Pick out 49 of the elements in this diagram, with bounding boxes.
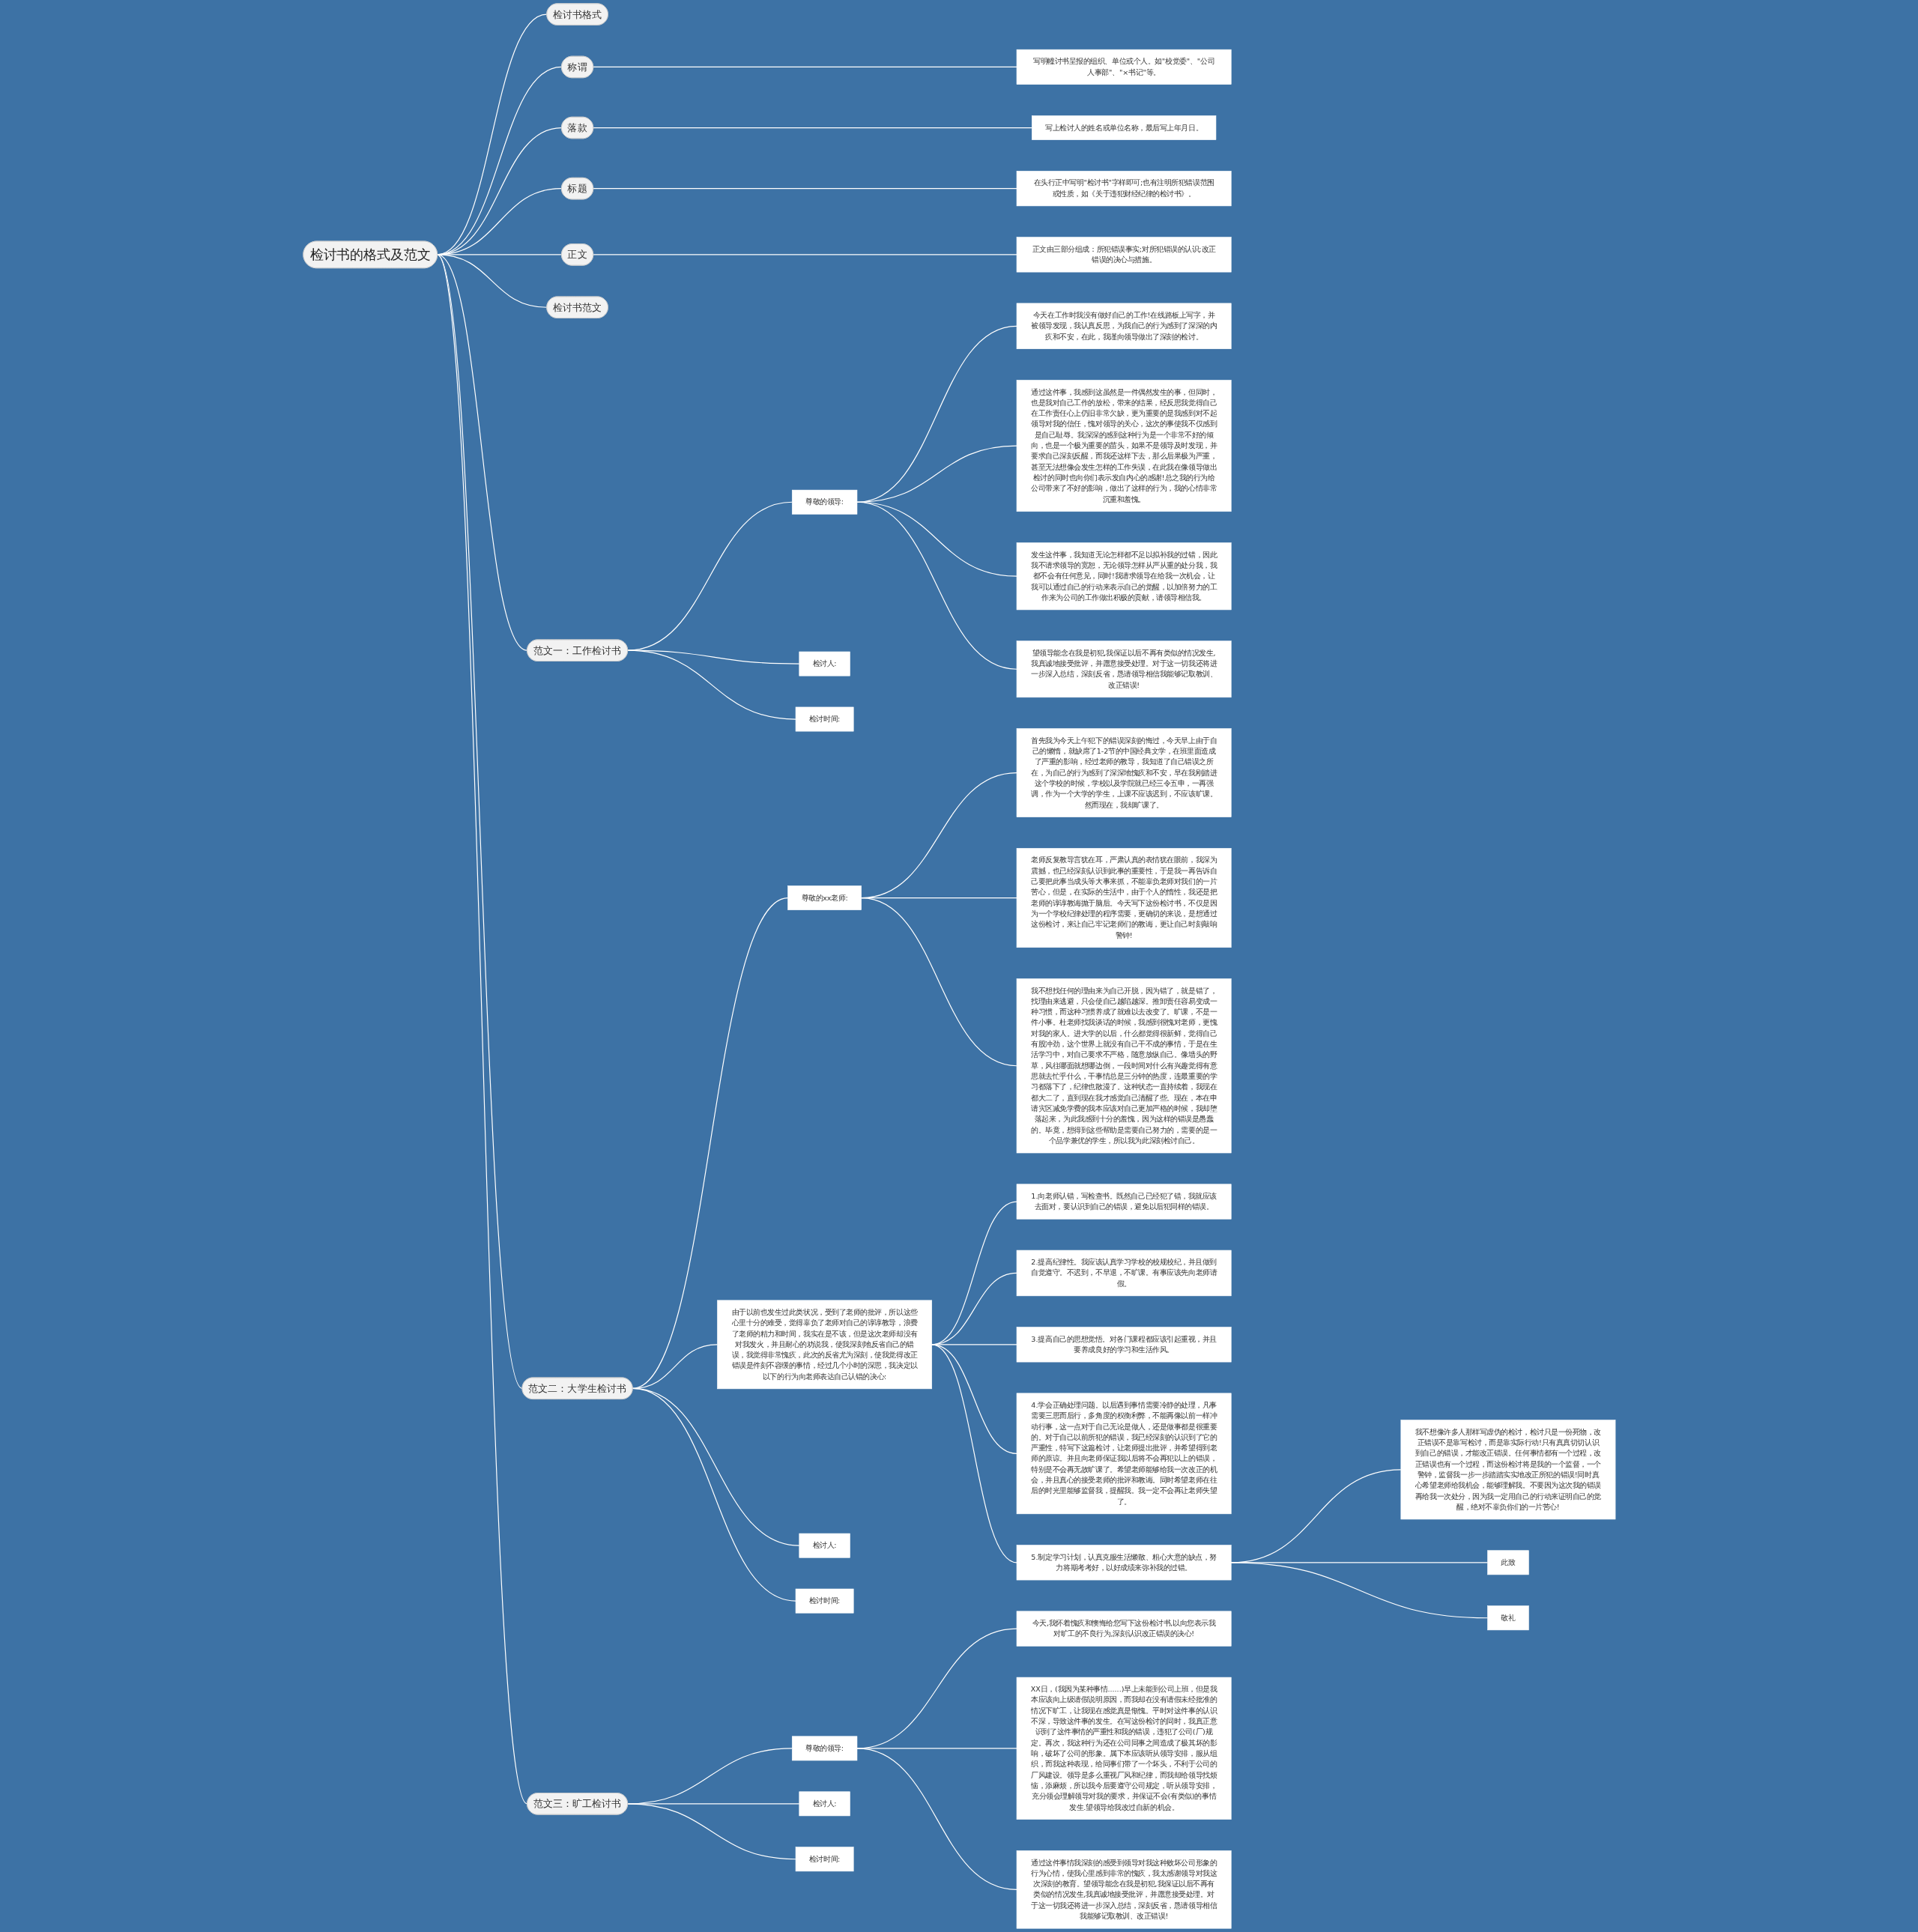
connector (626, 501, 793, 651)
connector (626, 1803, 796, 1860)
node-box: 今天在工作时我没有做好自己的工作!在线路板上写字，并被领导发现，我认真反思，为我自己的行为感到了深深的内疚和不安，在此，我谨向领导做出了深刻的检讨。 (1016, 303, 1232, 350)
connector (931, 1344, 1017, 1563)
node-box: 望领导能念在我是初犯,我保证以后不再有类似的情况发生,我真诚地接受批评，并愿意接受处理。对于这一切我还将进一步深入总结，深刻反省，恳请领导相信我能够记取教训、改正错误! (1016, 641, 1232, 698)
connector (436, 254, 527, 1805)
connector (632, 897, 788, 1389)
connector (856, 501, 1017, 670)
node-box: 发生这件事，我知道无论怎样都不足以拟补我的过错，因此我不请求领导的宽恕，无论领导怎样从严从重的处分我，我都不会有任何意见，同时!我请求领导在给我一次机会，让我可以通过自己的行动来表示自己的觉醒，以加倍努力的工作来为公司的工作做出积极的贡献，请领导相信我。 (1016, 542, 1232, 611)
connector (592, 66, 1017, 68)
node-box: 5.制定学习计划，认真克服生活懒散、粗心大意的缺点，努力将期考考好，以好成绩来弥补我的过错。 (1016, 1545, 1232, 1581)
node-box: XX日，(我因为某种事情......)早上未能到公司上班，但是我本应该向上级请假说明原因，而我却在没有请假未经批准的情况下旷工，让我现在感觉真是惭愧。平时对这件事的认识不深，导致这件事的发生。在写这份检讨的同时，我真正意识到了这件事情的严重性和我的错误，违犯了公司(厂)规定。再次，我这种行为还在公司同事之间造成了极其坏的影响，破坏了公司的形象。属下本应该听从领导安排，服从组织，而我这种表现，给同事们带了一个坏头，不利于公司的厂风建设。领导是多么重视厂风和纪律，而我却给领导找烦恼，添麻烦，所以我今后要遵守公司规定，听从领导安排，充分领会理解领导对我的要求，并保证不会(有类似)的事情发生.望领导给我改过自新的机会。 (1016, 1677, 1232, 1820)
node-box: 检讨时间: (795, 706, 854, 732)
node-box: 1.向老师认错，写检查书。既然自己已经犯了错，我就应该去面对，要认识到自己的错误，避免以后犯同样的错误。 (1016, 1184, 1232, 1220)
connector (1230, 1562, 1488, 1619)
connector (592, 127, 1032, 129)
node-box: 敬礼 (1486, 1605, 1529, 1631)
node-box: 检讨人: (799, 1791, 850, 1817)
node-box: 此致 (1486, 1550, 1529, 1575)
node-box: 写明幢讨书呈报的组织、单位或个人。如"校党委"、"公司人事部"、"×书记"等。 (1016, 49, 1232, 85)
node-box: 老师反复教导言犹在耳，严肃认真的表情犹在眼前，我深为震撼，也已经深刻认识到此事的重要性，于是我一再告诉自己要把此事当成头等大事来抓，不能辜负老师对我们的一片苦心，但是，在实际的生活中，由于个人的惰性，我还是把老师的谆谆教诲抛于脑后。今天写下这份检讨书，不仅是因为一个学校纪律处理的程序需要，更确切的来说，是想通过这份检讨，来让自己牢记老师们的教诲，更让自己时刻敲响警钟! (1016, 848, 1232, 948)
connector (860, 897, 1017, 1067)
node-box: 由于以前也发生过此类状况，受到了老师的批评，所以这些心里十分的难受，觉得辜负了老师对自己的谆谆教导，浪费了老师的精力和时间，我实在是不该，但是这次老师却没有对我发火，并且耐心的劝说我，使我深刻地反省自己的错误，我觉得非常愧疚，此次的反省尤为深刻，使我觉得改正错误是件刻不容缓的事情，经过几个小时的深思，我决定以以下的行为向老师表达自己认错的决心: (716, 1300, 932, 1390)
connector (856, 325, 1017, 503)
connector (856, 1748, 1017, 1890)
node-box: 尊敬的领导: (791, 1736, 857, 1761)
node-box: 我不想找任何的理由来为自己开脱，因为错了，就是错了，找理由来逃避，只会使自己越陷越深。推卸责任容易变成一种习惯，而这种习惯养成了就难以去改变了。旷课，不是一件小事。杜老师找我谈话的时候，我感到很愧对老师，更愧对我的家人。进大学的以后，什么都觉得很新鲜，觉得自己有股冲劲，这个世界上就没有自己干不成的事情，于是在生活学习中，对自己要求不严格，随意放纵自己。像墙头的野草，风往哪面就想哪边倒，一段时间对什么有兴趣觉得有意思就去忙乎什么，干事情总是三分钟的热度，连最重要的学习都落下了，纪律也散漫了。这种状态一直持续着，我现在都大二了，直到现在我才感觉自己清醒了些。现在，本在申请灾区减免学费的我本应该对自己更加严格的时候，我却堕落起来，为此我感到十分的羞愧，因为这样的错误是愚蠢的。毕竟，想得到这些帮助是需要自己努力的，需要的是一个品学兼优的学生，所以我为此深刻检讨自己。 (1016, 978, 1232, 1154)
node-box: 通过这件事，我感到这虽然是一件偶然发生的事，但同时，也是我对自己工作的放松，带来的结果，经反思我觉得自己在工作责任心上仍旧非常欠缺，更为重要的是我感到对不起领导对我的信任，愧对领导的关心，这次的事使我不仅感到是自己耻辱。我深深的感到这种行为是一个非常不好的倾向，也是一个极为重要的苗头，如果不是领导及时发现，并要求自己深刻反醒，而我还这样下去，那么后果极为严重，甚至无法想像会发生怎样的工作失误，在此我在像领导做出检讨的同时也向你们表示发自内心的感谢!总之我的行为给公司带来了不好的影响，做出了这样的行为，我的心情非常沉重和羞愧。 (1016, 380, 1232, 512)
connector (592, 254, 1017, 255)
node-box: 首先我为今天上午犯下的错误深刻的悔过，今天早上由于自己的懒惰，就缺席了1-2节的中国经典文学，在班里面造成了严重的影响，经过老师的教导，我知道了自己错误之所在，为自己的行为感到了深深地愧疚和不安，早在我刚踏进这个学校的时候，学校以及学院就已经三令五申，一再强调，作为一个大学的学生，上课不应该迟到，不应该旷课。然而现在，我却旷课了。 (1016, 728, 1232, 817)
connector (632, 1344, 718, 1389)
node-box: 2.提高纪律性。我应该认真学习学校的校规校纪，并且做到自觉遵守。不迟到，不早退，不旷课。有事应该先向老师请假。 (1016, 1250, 1232, 1297)
node-box: 检讨时间: (795, 1588, 854, 1614)
node-box: 4.学会正确处理问题。以后遇到事情需要冷静的处理，凡事需要三思而后行，多角度的权衡利弊，不能再像以前一样冲动行事，这一点对于自己无论是做人，还是做事都是很重要的。对于自己以前所犯的错误，我已经深刻的认识到了它的严重性，特写下这篇检讨，让老师提出批评，并希望得到老师的原谅。并且向老师保证我以后将不会再犯以上的错误，特别是不会再无故旷课了。希望老师能够给我一次改正的机会，并且真心的接受老师的批评和教诲。同时希望老师在往后的时光里能够监督我，提醒我。我一定不会再让老师失望了。 (1016, 1393, 1232, 1515)
node-box: 检讨人: (799, 1533, 850, 1558)
node-box: 尊敬的xx老师: (787, 885, 862, 910)
node-box: 尊敬的领导: (791, 489, 857, 515)
node-box: 正文由三部分组成：所犯错误事实;对所犯错误的认识;改正错误的决心与措施。 (1016, 237, 1232, 273)
node-box: 今天,我怀着愧疚和懊悔给您写下这份检讨书,以向您表示我对旷工的不良行为,深刻认识改正错误的决心! (1016, 1611, 1232, 1647)
connector (626, 649, 796, 720)
node-box: 通过这件事情我深刻的感受到领导对我这种败坏公司形象的行为心情，使我心里感到非常的愧疚，我太感谢领导对我这次深刻的教育。望领导能念在我是初犯,我保证以后不再有类似的情况发生,我真诚地接受批评，并愿意接受处理。对于这一切我还将进一步深入总结，深刻反省，恳请领导相信我能够记取教训、改正错误! (1016, 1850, 1232, 1929)
connector (592, 188, 1017, 190)
node-box: 检讨人: (799, 651, 850, 676)
connector (632, 1387, 796, 1602)
node-box: 检讨时间: (795, 1847, 854, 1872)
node-box: 在头行正中写明"检讨书"字样即可;也有注明所犯错误范围或性质，如《关于违犯财经纪律的检讨书》。 (1016, 171, 1232, 207)
node-box: 我不想像许多人那样写虚伪的检讨，检讨只是一份死物，改正错误不是靠写检讨，而是靠实际行动!只有真真切切认识到自己的错误，才能改正错误。任何事情都有一个过程，改正错误也有一个过程，而这份检讨将是我的一个监督，一个警钟，监督我一步一步踏踏实实地改正所犯的错误!同时真心希望老师给我机会，能够理解我。不要因为这次我的错误再给我一次处分，因为我一定用自己的行动来证明自己的觉醒，绝对不辜负你们的一片苦心! (1400, 1420, 1615, 1520)
node-box: 3.提高自己的思想觉悟。对各门课程都应该引起重视，并且要养成良好的学习和生活作风。 (1016, 1327, 1232, 1363)
node-box: 写上检讨人的姓名或单位名称，最后写上年月日。 (1031, 115, 1216, 140)
